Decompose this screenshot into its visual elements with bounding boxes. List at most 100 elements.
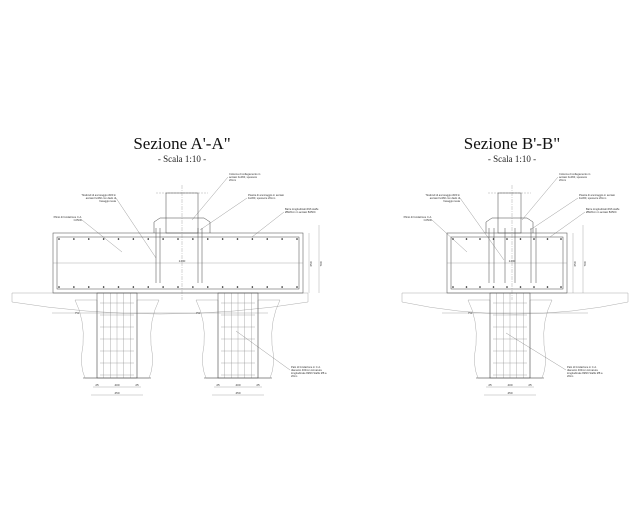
rebar-dot xyxy=(73,286,75,288)
pile-note-box: Palo di fondazione in C.A. diametro 400m… xyxy=(567,366,603,378)
rebar-dot xyxy=(177,238,179,240)
foundation-pile xyxy=(83,292,151,379)
column-note: Colonna di collegamento in acciaio Fe360… xyxy=(521,173,591,221)
rebar-dot xyxy=(192,238,194,240)
column-note-text: Colonna di collegamento in acciaio Fe360… xyxy=(229,173,261,182)
rebar-dot xyxy=(266,286,269,288)
column-note-box: Colonna di collegamento in acciaio Fe360… xyxy=(559,173,591,182)
bars-note-box: Barre longitudinali Ø16 staffe Ø8/20cm i… xyxy=(285,208,319,214)
column-note: Colonna di collegamento in acciaio Fe360… xyxy=(191,173,261,221)
dim-height-total: 700 xyxy=(583,261,587,266)
rebar-dot xyxy=(479,238,481,240)
rebar-dot xyxy=(221,286,224,288)
rebar-dot xyxy=(206,286,209,288)
soil-right-of-pile xyxy=(136,299,160,379)
plinth-note: Plinto di fondazione C.A. C25/30 xyxy=(403,216,468,253)
rebar-dot xyxy=(266,238,269,240)
dim-height-inner: 650 xyxy=(573,261,577,266)
dim-cover-right: 25 xyxy=(528,383,532,387)
pile-note: Palo di fondazione in C.A. diametro 400m… xyxy=(505,332,603,378)
dim-height-inner: 650 xyxy=(309,261,313,266)
rebar-dot xyxy=(221,238,224,240)
leader-line xyxy=(235,330,291,371)
dim-pile-total: 450 xyxy=(507,391,512,395)
rebar-dot xyxy=(479,286,481,288)
rebar-dot xyxy=(519,286,522,288)
rebar-dot xyxy=(506,286,508,288)
rebar-dot xyxy=(465,238,468,240)
pile-note-box: Palo di fondazione in C.A. diametro 400m… xyxy=(291,366,327,378)
dim-pile-total: 450 xyxy=(114,391,119,395)
rebar-dot xyxy=(296,286,298,288)
pile-note-text: Palo di fondazione in C.A. diametro 400m… xyxy=(567,366,603,378)
plate-note-text: Piastra di ancoraggio in acciaio Fe360, … xyxy=(248,194,284,200)
dim-cover-left: 25 xyxy=(95,383,99,387)
rebar-dot xyxy=(177,286,179,288)
rebar-dot xyxy=(506,238,508,240)
rebar-dot xyxy=(117,286,120,288)
leader-line xyxy=(459,197,505,261)
leader-line xyxy=(521,176,559,221)
plate-note: Piastra di ancoraggio in acciaio Fe360, … xyxy=(529,194,615,231)
anchors-note: Tirafondi di ancoraggio Ø20 in acciaio F… xyxy=(81,194,157,259)
rebar-dot xyxy=(546,286,549,288)
column-outline xyxy=(497,192,522,234)
rebar-dot xyxy=(281,286,283,288)
plinth: 1400 xyxy=(446,232,568,294)
plinth-note-box: Plinto di fondazione C.A. C25/30 xyxy=(403,216,432,222)
rebar-dot xyxy=(492,286,495,288)
rebar-dot xyxy=(117,238,120,240)
rebar-dot xyxy=(236,286,239,288)
rebar-dot xyxy=(519,238,522,240)
rebar-dot xyxy=(162,238,164,240)
anchors-note-text: Tirafondi di ancoraggio Ø20 in acciaio F… xyxy=(81,194,116,203)
plinth-note-box: Plinto di fondazione C.A. C25/30 xyxy=(54,216,82,222)
rebar-dot xyxy=(58,286,60,288)
rebar-dot xyxy=(533,286,535,288)
soil-right-of-pile xyxy=(529,299,553,379)
dim-pile-width: 400 xyxy=(507,383,512,387)
plinth: 1400 xyxy=(52,232,304,294)
rebar-dot xyxy=(281,238,283,240)
rebar-dot xyxy=(132,238,135,240)
rebar-dot xyxy=(452,286,454,288)
leader-line xyxy=(115,197,157,259)
rebar-dot xyxy=(251,238,254,240)
anchors-note-box: Tirafondi di ancoraggio Ø20 in acciaio F… xyxy=(425,194,460,203)
rebar-dot xyxy=(58,238,60,240)
dim-cover-right: 25 xyxy=(256,383,260,387)
leader-line xyxy=(251,211,285,238)
base-plate-stiffener xyxy=(485,217,534,233)
rebar-dot xyxy=(73,238,75,240)
rebar-dot xyxy=(560,238,562,240)
ground-band xyxy=(401,292,629,315)
leader-line xyxy=(191,176,229,221)
plinth-note-text: Plinto di fondazione C.A. C25/30 xyxy=(403,216,432,222)
pile-note-text: Palo di fondazione in C.A. diametro 400m… xyxy=(291,366,327,378)
leader-line xyxy=(529,197,579,231)
bars-note-text: Barre longitudinali Ø16 staffe Ø8/20cm i… xyxy=(285,208,319,214)
section-scale: - Scala 1:10 - xyxy=(158,154,206,164)
base-plate-stiffener xyxy=(153,217,211,233)
anchors-note-box: Tirafondi di ancoraggio Ø20 in acciaio F… xyxy=(81,194,116,203)
section-title: Sezione B'-B" xyxy=(464,134,560,153)
dim-cover-right: 25 xyxy=(135,383,139,387)
anchors-note-text: Tirafondi di ancoraggio Ø20 in acciaio F… xyxy=(425,194,460,203)
pile-note: Palo di fondazione in C.A. diametro 400m… xyxy=(235,330,327,378)
rebar-dot xyxy=(206,238,209,240)
column-note-text: Colonna di collegamento in acciaio Fe360… xyxy=(559,173,591,182)
plate-note: Piastra di ancoraggio in acciaio Fe360, … xyxy=(199,194,284,231)
soil-hatch xyxy=(11,292,309,379)
steel-column xyxy=(485,185,537,300)
rebar-dot xyxy=(132,286,135,288)
rebar-dot xyxy=(296,238,298,240)
foundation-pile xyxy=(204,292,272,379)
ground-band xyxy=(11,292,309,315)
rebar-dot xyxy=(251,286,254,288)
anchors-note: Tirafondi di ancoraggio Ø20 in acciaio F… xyxy=(425,194,505,261)
plate-note-box: Piastra di ancoraggio in acciaio Fe360, … xyxy=(248,194,284,200)
rebar-dot xyxy=(465,286,468,288)
rebar-dot xyxy=(192,286,194,288)
